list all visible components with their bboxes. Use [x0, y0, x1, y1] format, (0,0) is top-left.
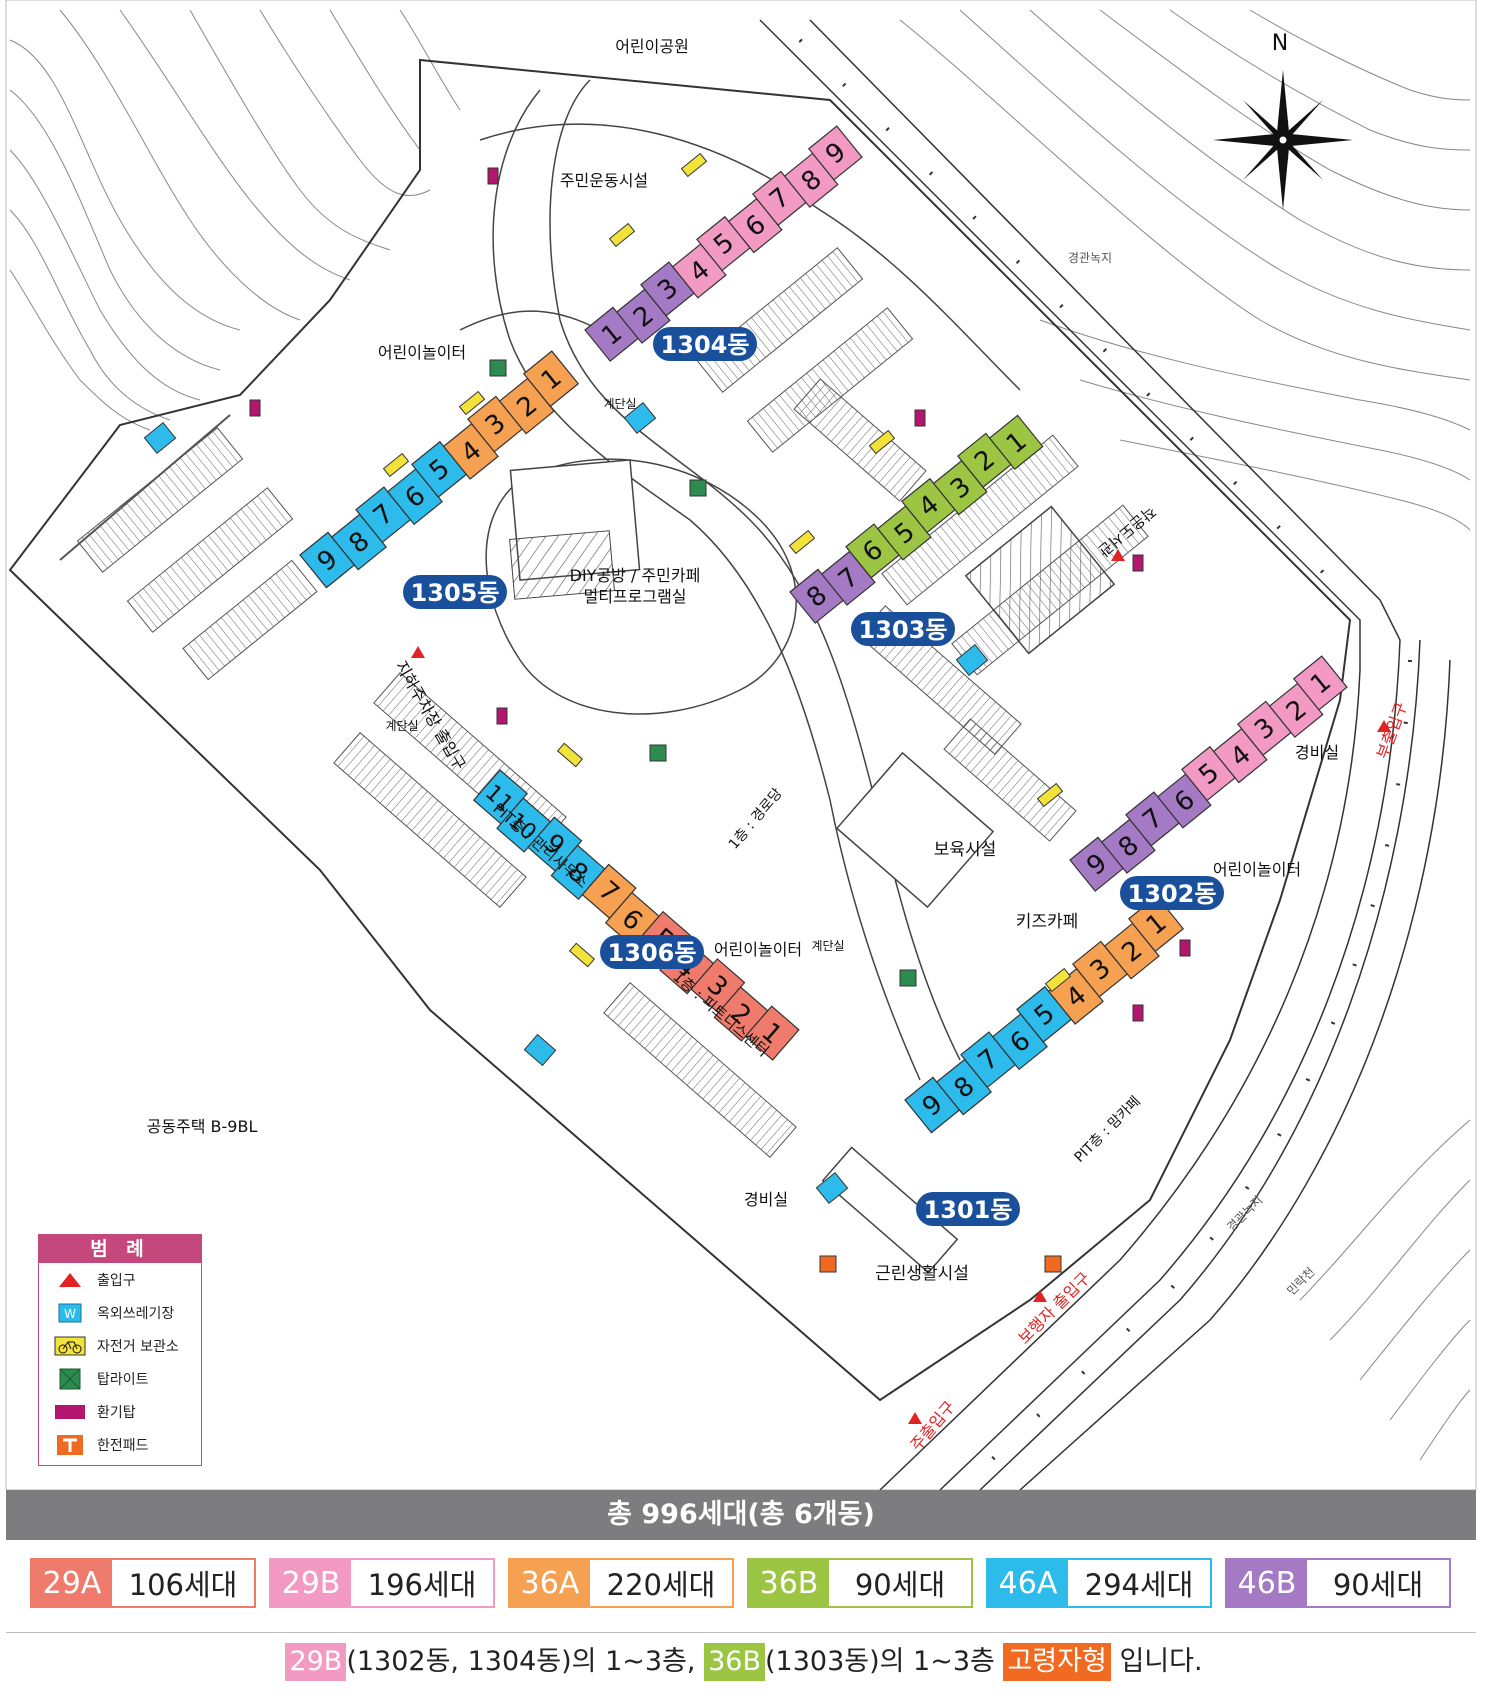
legend-label: 환기탑 [97, 1404, 136, 1421]
unit-type-46b: 46B 90세대 [1225, 1558, 1451, 1608]
building-label-pill [916, 1192, 1020, 1226]
building-label: 1306동 [600, 935, 704, 969]
unit-code: 36B [749, 1560, 829, 1606]
legend-title: 범 례 [39, 1235, 201, 1263]
unit-type-29a: 29A 106세대 [30, 1558, 256, 1608]
playground-nw-label: 어린이놀이터 [378, 343, 466, 362]
unit-cell [988, 414, 1044, 471]
diy-cafe-label: DIY공방 / 주민카페 [570, 566, 701, 585]
unit-count: 106세대 [112, 1560, 254, 1606]
legend-item-bicycle: 자전거 보관소 [39, 1329, 201, 1362]
senior-type-note: 29B(1302동, 1304동)의 1~3층, 36B(1303동)의 1~3… [0, 1640, 1488, 1684]
power-pad-icon [53, 1434, 87, 1456]
building-label: 1304동 [653, 327, 757, 361]
bicycle-icon [53, 1335, 87, 1357]
unit-cell [744, 1005, 800, 1061]
legend-item-vent: 환기탑 [39, 1395, 201, 1428]
daycare-label: 보육시설 [934, 840, 997, 860]
multi-program-label: 멀티프로그램실 [583, 587, 686, 606]
legend-label: 탑라이트 [97, 1371, 149, 1388]
unit-type-36a: 36A 220세대 [508, 1558, 734, 1608]
unit-type-29b: 29B 196세대 [269, 1558, 495, 1608]
unit-count: 90세대 [1307, 1560, 1449, 1606]
unit-code: 36A [510, 1560, 590, 1606]
north-label: N [1272, 31, 1288, 56]
vent-icon [53, 1401, 87, 1423]
svg-text:W: W [64, 1307, 76, 1321]
green-area-label-1: 경관녹지 [1068, 251, 1112, 265]
note-text-1: (1302동, 1304동)의 1~3층, [346, 1646, 696, 1677]
unit-code: 29B [271, 1560, 351, 1606]
unit-type-36b: 36B 90세대 [747, 1558, 973, 1608]
building-label-text: 1303동 [859, 616, 948, 644]
building-label: 1303동 [851, 612, 955, 646]
unit-count: 196세대 [351, 1560, 493, 1606]
note-tag-36b: 36B [704, 1643, 765, 1681]
building-label-text: 1302동 [1128, 880, 1217, 908]
building-label: 1301동 [916, 1192, 1020, 1226]
playground-east-label: 어린이놀이터 [1213, 860, 1301, 879]
children-park-label: 어린이공원 [615, 37, 689, 56]
playground-center-label: 어린이놀이터 [714, 940, 802, 959]
unit-code: 46A [988, 1560, 1068, 1606]
site-map: 9876543211301동9876543211302동876543211303… [5, 0, 1477, 1490]
note-text-2: (1303동)의 1~3층 [765, 1646, 995, 1677]
legend-item-power-pad: 한전패드 [39, 1428, 201, 1461]
stair-label-2: 계단실 [385, 719, 418, 733]
building-label-pill [653, 327, 757, 361]
unit-code: 29A [32, 1560, 112, 1606]
toplight-icon [53, 1368, 87, 1390]
unit-type-list: 29A 106세대 29B 196세대 36A 220세대 36B 90세대 4… [30, 1558, 1451, 1610]
note-tag-29b: 29B [285, 1643, 347, 1681]
legend-label: 옥외쓰레기장 [97, 1305, 175, 1322]
building-label-text: 1305동 [411, 579, 500, 607]
building-label-pill [1120, 876, 1224, 910]
legend-item-toplight: 탑라이트 [39, 1362, 201, 1395]
unit-cell [522, 350, 580, 408]
north-arrow-icon [1213, 70, 1353, 210]
building-blocks: 9876543211301동9876543211302동876543211303… [299, 125, 1348, 1226]
legend-label: 출입구 [97, 1272, 136, 1289]
trash-area-icon: W [53, 1302, 87, 1324]
legend-label: 자전거 보관소 [97, 1338, 179, 1355]
building-label: 1302동 [1120, 876, 1224, 910]
entrance-triangle-icon [53, 1269, 87, 1291]
guard-room-label-1: 경비실 [1295, 743, 1339, 762]
note-tag-senior: 고령자형 [1003, 1643, 1111, 1681]
fitness-area-label: 주민운동시설 [560, 171, 648, 190]
housing-b9-label: 공동주택 B-9BL [147, 1117, 258, 1136]
unit-type-46a: 46A 294세대 [986, 1558, 1212, 1608]
building-label-text: 1301동 [924, 1196, 1013, 1224]
legend-item-trash: W 옥외쓰레기장 [39, 1296, 201, 1329]
map-legend: 범 례 출입구 W 옥외쓰레기장 자전거 보관소 탑라이트 환기탑 한전패드 [38, 1234, 202, 1466]
building-label-pill [403, 575, 507, 609]
kids-cafe-label: 키즈카페 [1016, 912, 1079, 932]
unit-code: 46B [1227, 1560, 1307, 1606]
unit-count: 294세대 [1068, 1560, 1210, 1606]
unit-count: 90세대 [829, 1560, 971, 1606]
neighborhood-facility-label: 근린생활시설 [875, 1264, 969, 1284]
stair-label-3: 계단실 [811, 939, 844, 953]
stair-label-1: 계단실 [603, 397, 636, 411]
building-label-pill [600, 935, 704, 969]
legend-item-entrance: 출입구 [39, 1263, 201, 1296]
building-label: 1305동 [403, 575, 507, 609]
unit-count: 220세대 [590, 1560, 732, 1606]
divider [6, 1632, 1476, 1633]
unit-cell [807, 125, 863, 181]
note-text-3: 입니다. [1119, 1646, 1203, 1677]
legend-label: 한전패드 [97, 1437, 149, 1454]
building-label-pill [851, 612, 955, 646]
guard-room-label-2: 경비실 [744, 1190, 788, 1209]
total-households-bar: 총 996세대(총 6개동) [6, 1490, 1476, 1540]
building-label-text: 1306동 [608, 939, 697, 967]
unit-cell [1292, 655, 1348, 711]
building-label-text: 1304동 [661, 331, 750, 359]
